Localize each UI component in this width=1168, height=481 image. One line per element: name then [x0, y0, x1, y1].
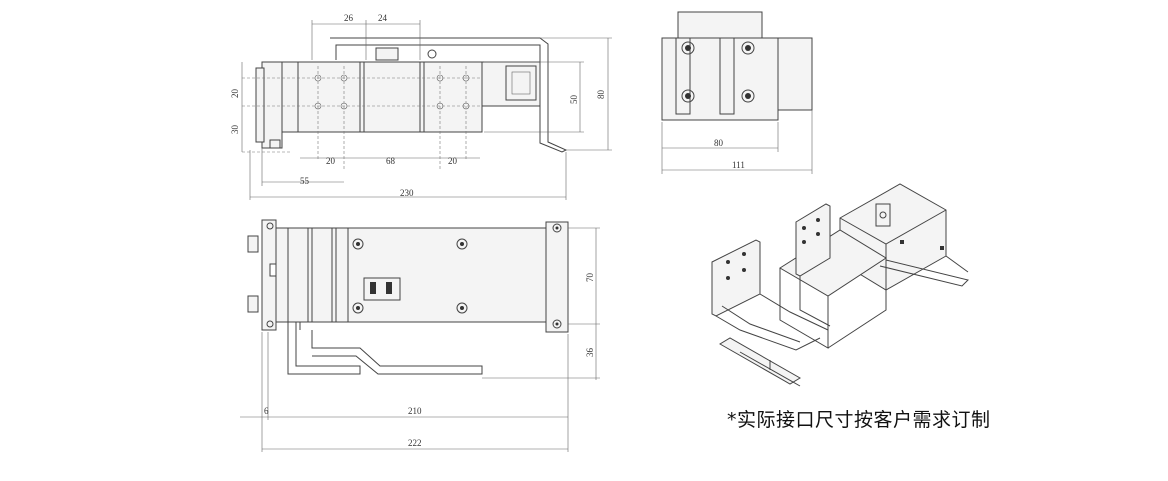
- dim-20-left: 20: [326, 156, 336, 166]
- dim-80-vertical: 80: [596, 90, 606, 100]
- dim-70-vertical: 70: [585, 273, 595, 283]
- end-view-bolts: [681, 41, 755, 103]
- dim-36-vertical: 36: [585, 348, 595, 358]
- dim-80-end: 80: [714, 138, 724, 148]
- custom-size-note: *实际接口尺寸按客户需求订制: [727, 409, 991, 431]
- dim-6: 6: [264, 406, 269, 416]
- dim-222: 222: [408, 438, 422, 448]
- dim-111: 111: [732, 160, 745, 170]
- dim-24: 24: [378, 13, 388, 23]
- isometric-view: [711, 183, 969, 387]
- dim-55: 55: [300, 176, 310, 186]
- dim-30-vertical: 30: [230, 125, 240, 135]
- dim-210: 210: [408, 406, 422, 416]
- dim-68: 68: [386, 156, 396, 166]
- dim-20-right: 20: [448, 156, 458, 166]
- end-view: 80 111: [661, 11, 813, 174]
- dim-26: 26: [344, 13, 354, 23]
- dim-230: 230: [400, 188, 414, 198]
- front-view: 70 36 6 210 222: [240, 219, 600, 452]
- dim-20-vertical: 20: [230, 89, 240, 99]
- dim-50-vertical: 50: [569, 95, 579, 105]
- top-view: 26 24 20 30 50 80 20 68 20 55 230: [230, 13, 612, 200]
